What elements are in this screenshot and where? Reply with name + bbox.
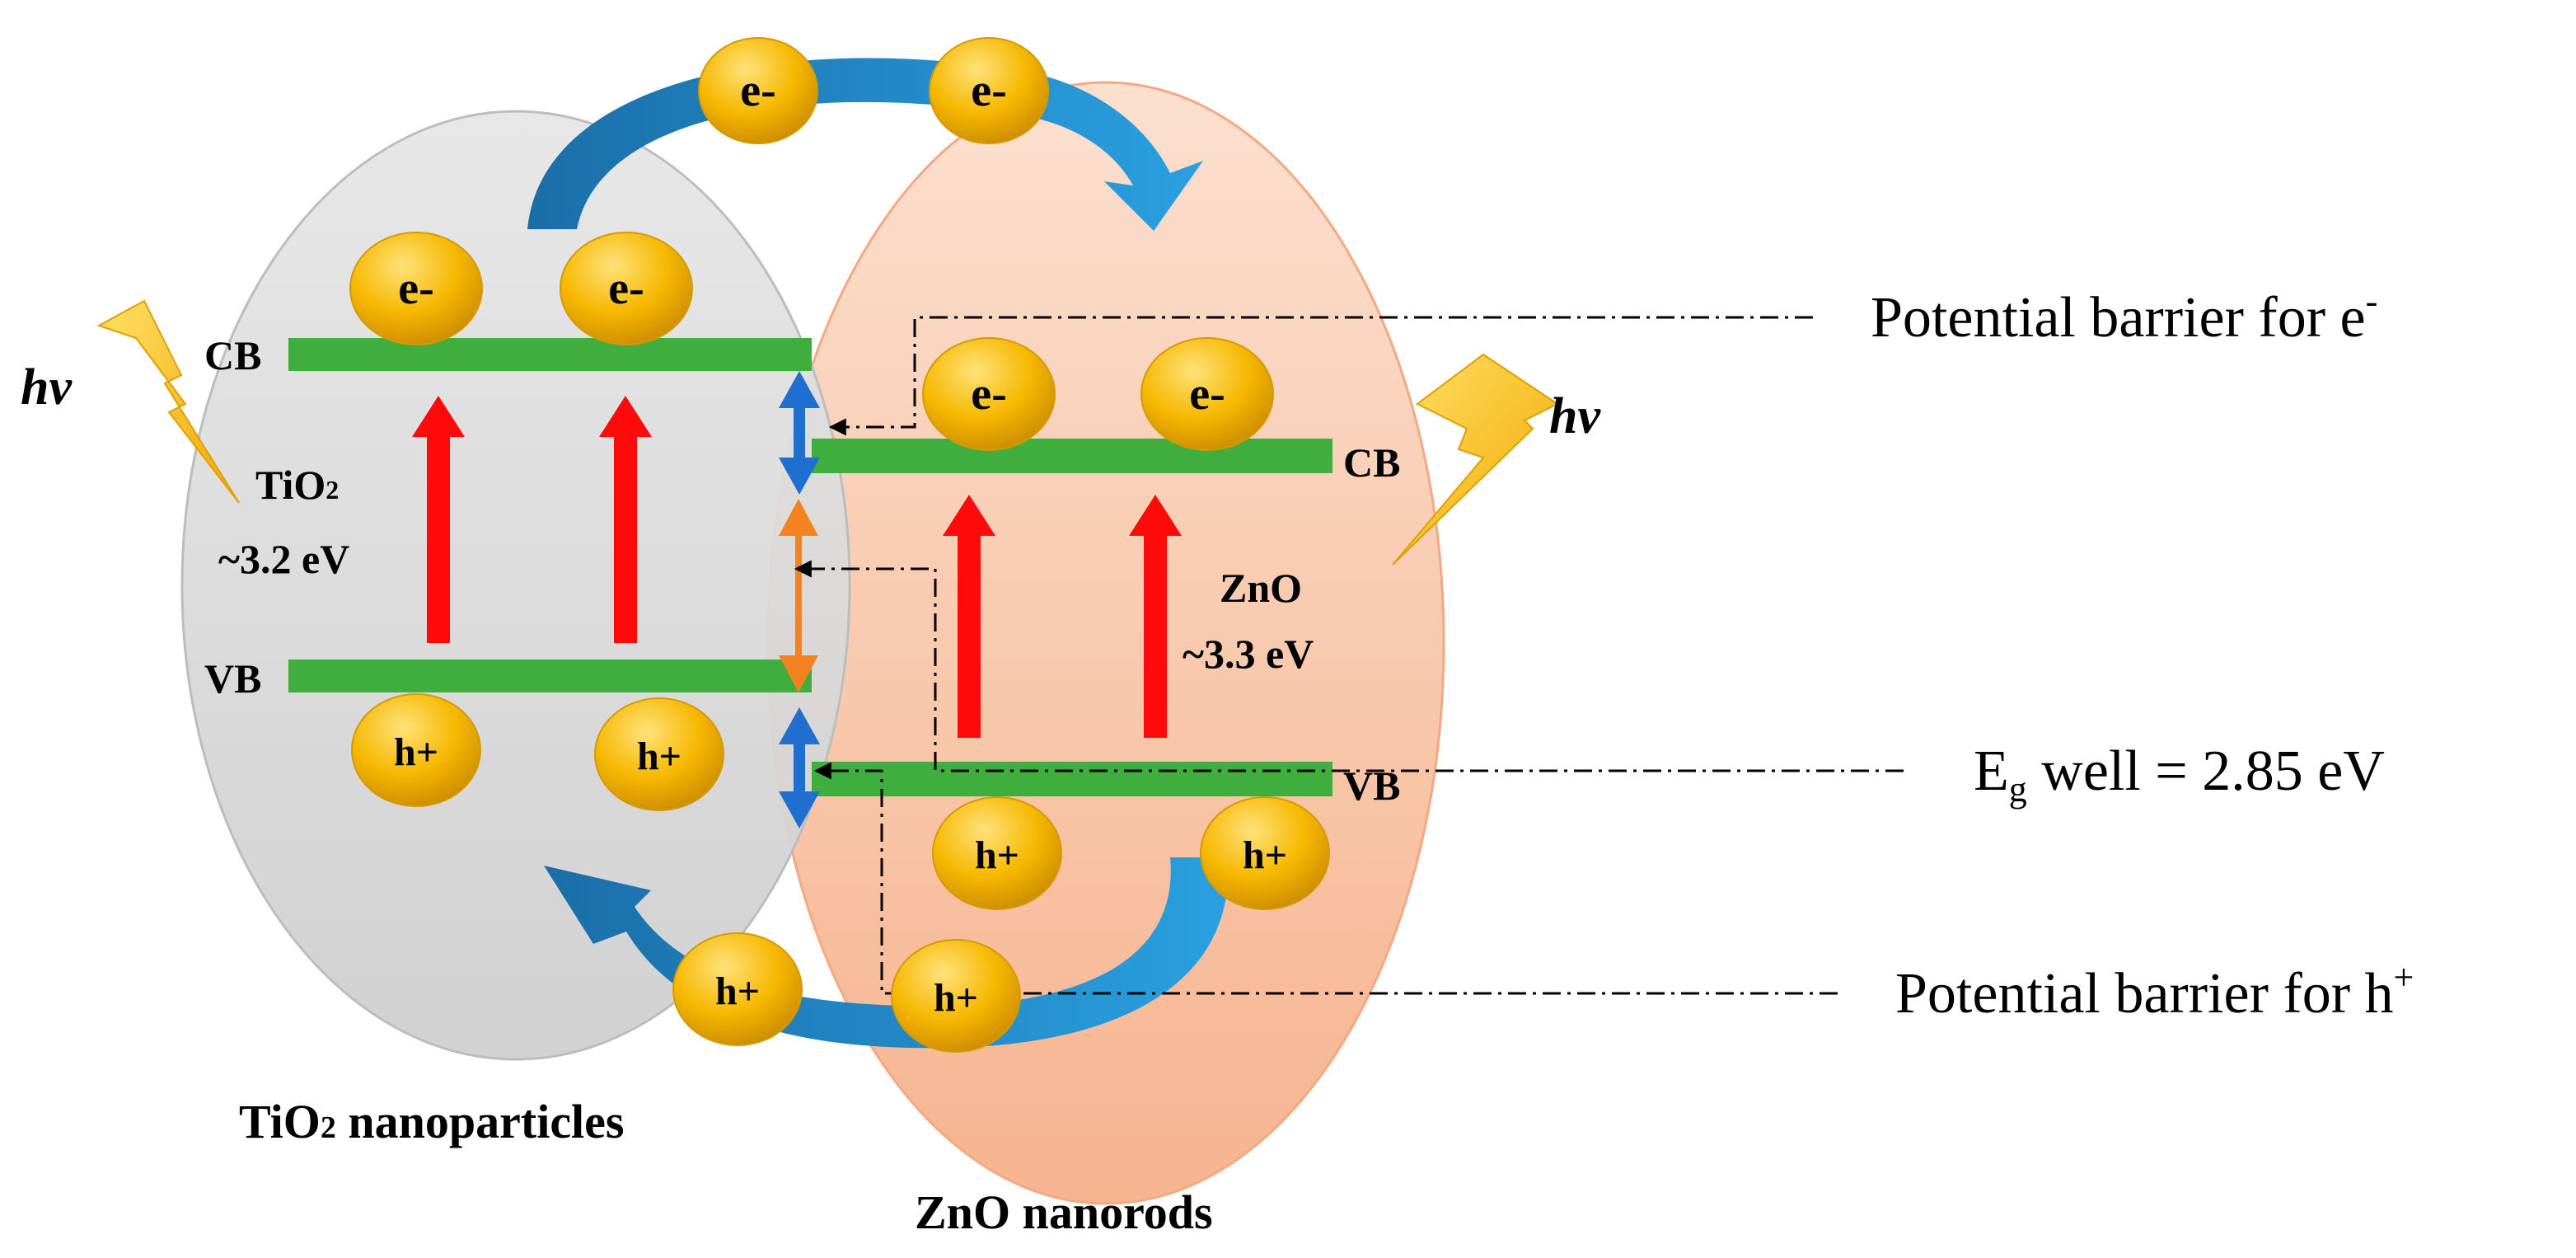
hole-ball: h+ [1200, 796, 1330, 910]
hole-label: h+ [1243, 833, 1287, 877]
zno-vb-label: VB [1343, 763, 1400, 809]
vb-offset-arrow [779, 707, 820, 828]
tio2-ellipse [180, 110, 851, 1061]
tio2-name: TiO2 [255, 462, 339, 508]
zno-name: ZnO [1220, 565, 1302, 611]
hv-label-left: hv [21, 359, 73, 415]
electron-label: e- [971, 65, 1007, 116]
tio2-cb-label: CB [204, 332, 261, 378]
hv-label-right: hv [1549, 388, 1601, 444]
hole-ball: h+ [932, 796, 1062, 910]
hole-label: h+ [934, 976, 978, 1020]
electron-label: e- [1189, 368, 1225, 420]
zno-gap: ~3.3 eV [1183, 631, 1314, 677]
cb-offset-arrow [779, 371, 820, 495]
zno-cb-band [812, 439, 1332, 473]
tio2-cb-band [288, 338, 812, 371]
tio2-excitation-arrow [412, 396, 465, 643]
zno-vb-band [812, 762, 1332, 796]
barrier-e-leader [828, 316, 1813, 436]
tio2-excitation-arrow [599, 396, 652, 643]
barrier-h-leader [813, 762, 1838, 995]
hole-label: h+ [715, 969, 760, 1013]
hole-ball: h+ [672, 932, 803, 1046]
electron-ball: e- [929, 37, 1049, 144]
electron-ball: e- [1140, 337, 1274, 451]
tio2-vb-label: VB [204, 655, 261, 702]
lightning-icon [1392, 353, 1559, 566]
electron-ball: e- [698, 37, 818, 144]
hole-ball: h+ [594, 697, 724, 811]
eg-well-arrow [779, 499, 818, 692]
electron-ball: e- [922, 337, 1056, 451]
hole-ball: h+ [351, 693, 481, 807]
tio2-gap: ~3.2 eV [218, 536, 349, 582]
electron-label: e- [398, 263, 434, 314]
hole-label: h+ [975, 833, 1019, 877]
barrier-h-annotation: Potential barrier for h+ [1895, 957, 2414, 1026]
zno-excitation-arrow [943, 495, 995, 738]
electron-label: e- [740, 65, 776, 116]
electron-ball: e- [560, 232, 693, 345]
eg-well-annotation: Eg well = 2.85 eV [1974, 739, 2385, 810]
electron-label: e- [971, 368, 1007, 420]
eg-well-leader [794, 560, 1904, 772]
electron-label: e- [608, 263, 644, 314]
tio2-caption: TiO2 nanoparticles [239, 1095, 625, 1148]
zno-excitation-arrow [1129, 495, 1182, 738]
barrier-e-annotation: Potential barrier for e- [1871, 281, 2377, 350]
zno-caption: ZnO nanorods [915, 1185, 1213, 1239]
electron-ball: e- [349, 232, 483, 345]
hole-ball: h+ [891, 939, 1021, 1053]
hole-label: h+ [637, 735, 681, 778]
zno-cb-label: CB [1343, 439, 1400, 486]
hole-label: h+ [394, 730, 438, 774]
lightning-icon [96, 299, 240, 504]
tio2-vb-band [288, 660, 812, 692]
